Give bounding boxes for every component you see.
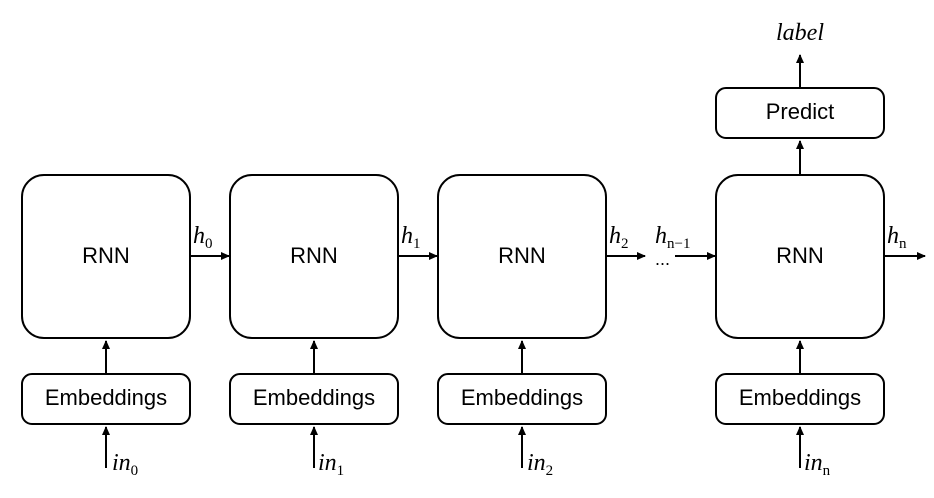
embeddings-label-n: Embeddings (739, 385, 861, 410)
input-label-n: inn (804, 450, 831, 479)
predict-box (715, 87, 885, 139)
embeddings-label-0: Embeddings (45, 385, 167, 410)
hidden-label-prev: hn−1 (655, 223, 690, 252)
embeddings-label-2: Embeddings (461, 385, 583, 410)
predict-label: Predict (766, 99, 834, 124)
rnn-cell-n-label: RNN (776, 243, 824, 268)
rnn-cell-1-label: RNN (290, 243, 338, 268)
rnn-cell-0-label: RNN (82, 243, 130, 268)
embeddings-label-1: Embeddings (253, 385, 375, 410)
hidden-label-n: hn (887, 223, 907, 252)
input-label-2: in2 (527, 450, 553, 479)
hidden-label-1: h1 (401, 223, 421, 252)
rnn-cell-2-label: RNN (498, 243, 546, 268)
ellipsis: ... (655, 249, 670, 269)
input-label-0: in0 (112, 450, 138, 479)
output-label: label (776, 20, 824, 46)
hidden-label-2: h2 (609, 223, 629, 252)
hidden-label-0: h0 (193, 223, 213, 252)
input-label-1: in1 (318, 450, 344, 479)
